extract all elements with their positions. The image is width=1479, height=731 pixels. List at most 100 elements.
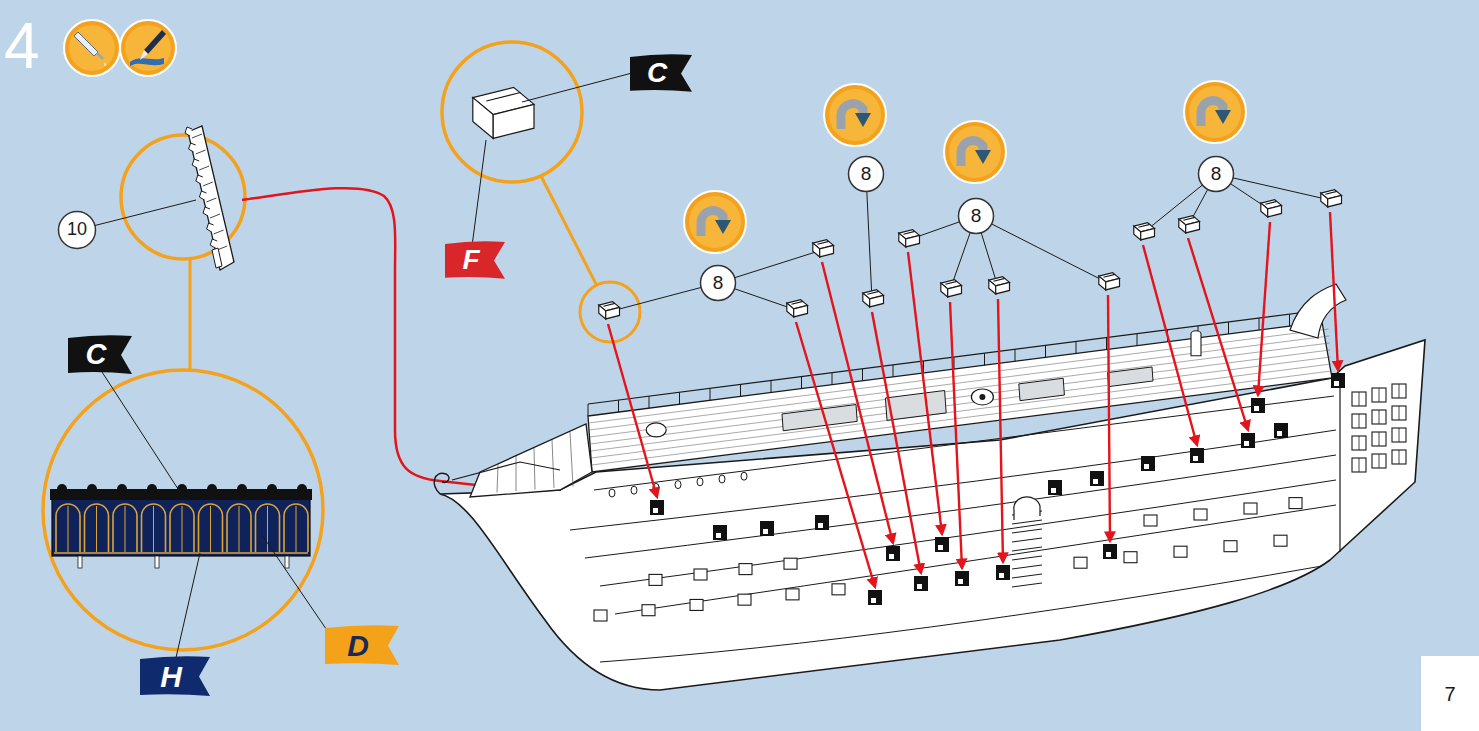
part-8 [1261,200,1282,217]
gold-column [182,506,183,552]
rotate-icon [944,121,1006,183]
part-tooth [189,143,196,152]
circle-outline [701,266,736,301]
rotate-icon [824,84,886,146]
rail-post [893,365,894,377]
circle-outline [959,199,994,234]
rotate-icon [1184,81,1246,143]
rotate-arrow [975,150,991,164]
part-8 [599,302,620,319]
paint-code: F [462,245,487,276]
beak-rail [452,462,560,480]
callout-number: 8 [699,264,737,302]
clip-front [899,233,906,247]
part-8-enlarged [473,87,534,138]
part-10 [185,126,234,270]
glue-icon [64,20,120,76]
rotate-arrow [855,113,871,127]
rail-knob [697,478,703,486]
clip-side [1186,221,1200,233]
clip-front [599,305,606,319]
clip-front [941,283,948,297]
placement-arrow [1188,238,1248,430]
placement-arrow [1330,212,1338,370]
grating [552,440,554,488]
rail-post [588,404,589,416]
clip-front [813,243,820,257]
circle-outline [59,212,96,249]
gun-port [1124,552,1137,563]
rail-peg [155,556,159,568]
grating [570,432,573,487]
clip-slot [1265,201,1277,204]
paint-code: C [86,339,115,371]
part-groove [203,182,213,186]
circle-outline [1199,157,1234,192]
stern-window [1372,432,1386,446]
stern-window [1392,428,1406,442]
cannon-muzzle [653,508,658,513]
clip-side [493,104,534,138]
clip-slot [791,301,803,304]
rail-bump [297,484,307,494]
gun-port [784,558,797,569]
gold-arch [56,504,80,552]
window-bar [1399,450,1400,464]
callout-number: 10 [57,210,97,250]
rail-knob [631,486,637,494]
step-number: 4 [4,14,40,78]
cannon-port [886,546,900,561]
part-8 [899,230,920,247]
rail-post [862,369,863,381]
cannon-port [914,576,928,591]
clip-side [1106,278,1120,290]
rail-knob [741,472,747,480]
gun-port [594,610,607,621]
keel-line [600,566,1322,662]
cannon-muzzle [958,579,963,584]
icon-disc-shade [949,126,1001,178]
part-groove [214,230,224,234]
placement-arrow [822,262,893,543]
cannon-muzzle [1093,479,1098,484]
paint-icon [120,20,176,76]
stern-window [1352,392,1366,406]
rail-post [1259,318,1260,330]
stern-window [1372,388,1386,402]
deck-plank [591,364,1331,458]
cannon-port [1103,544,1117,559]
stair-step [1012,529,1042,533]
clip-slot [903,231,915,234]
leader-line [522,73,632,102]
gold-arch [170,504,194,552]
rail-post [679,392,680,404]
deck-plank [590,350,1330,444]
icon-disc [64,20,120,76]
glue-nozzle [96,52,104,60]
zoom-circle [43,370,323,650]
rotate-icon [684,191,746,253]
rail-body [52,498,310,556]
part-8 [1134,223,1155,240]
clip-front [989,280,996,294]
icon-disc-shade [69,25,115,71]
ship-illustration [434,284,1425,690]
clip-front [1099,276,1106,290]
gold-column [267,506,268,552]
gold-column [296,506,297,552]
capstan [971,389,993,405]
part-number: 8 [713,273,724,294]
paint-code: H [160,660,190,693]
flag-body [68,335,132,374]
part-groove [210,214,220,218]
gun-port [1244,503,1257,514]
capstan-hub [979,394,985,400]
brush-handle [144,30,166,54]
cannon-muzzle [1254,406,1259,411]
placement-arrow [872,312,921,573]
glue-tube [74,32,98,56]
gold-column [96,506,97,552]
placement-arrow [998,299,1003,562]
stern-window [1372,410,1386,424]
icon-disc [824,84,886,146]
